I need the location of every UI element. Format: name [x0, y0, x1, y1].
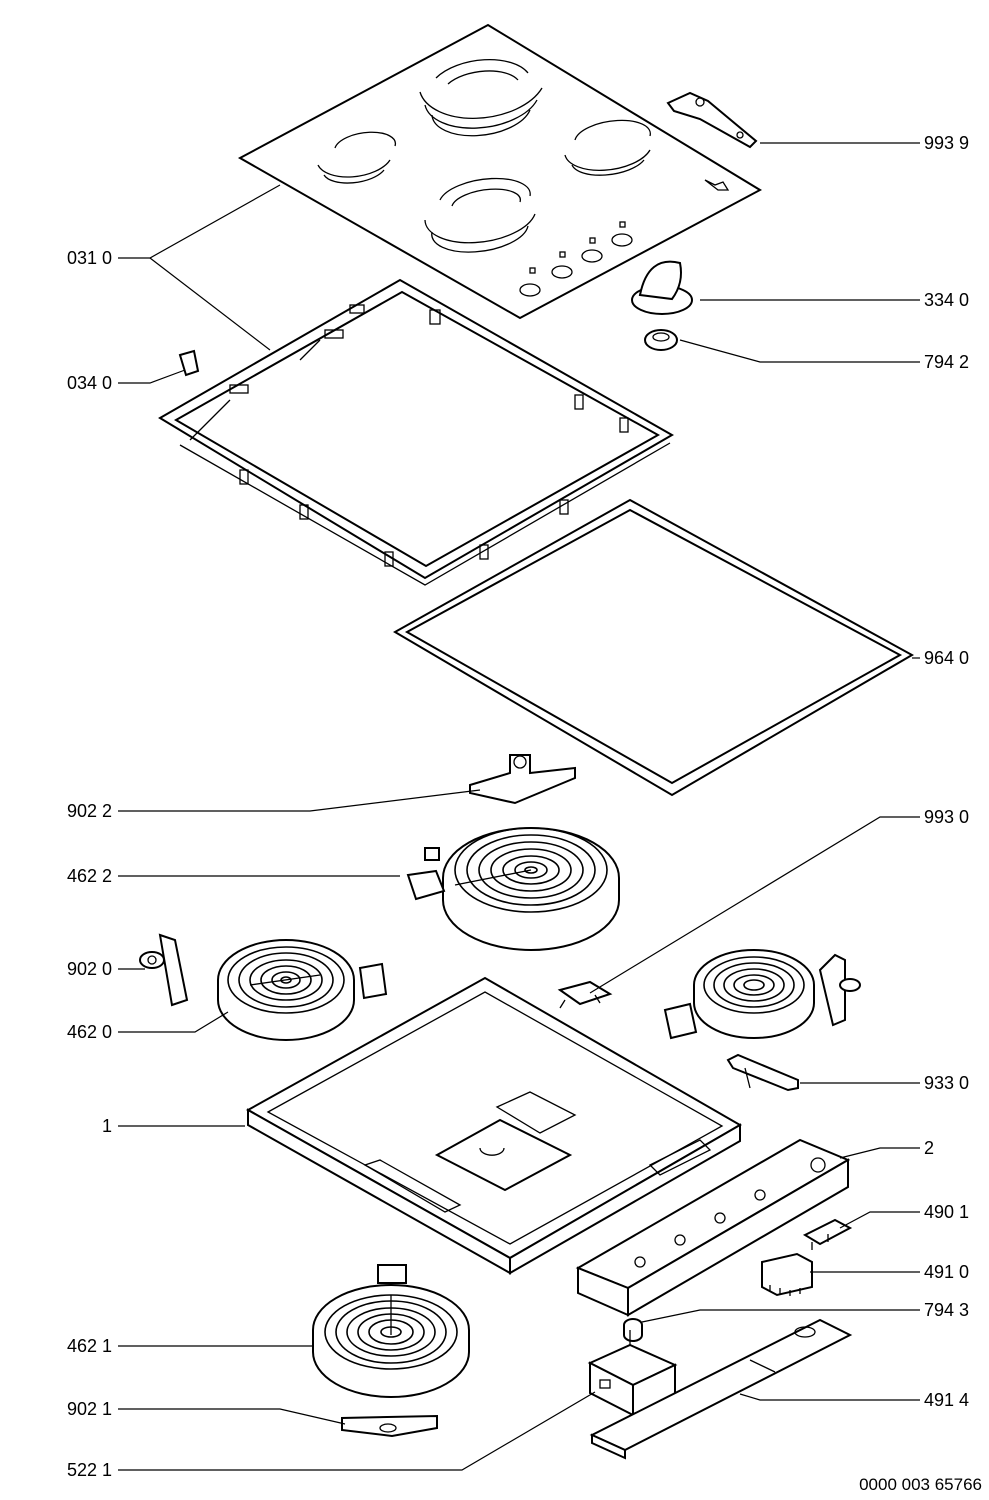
label-933-0: 933 0 — [924, 1073, 969, 1093]
control-holes — [519, 221, 633, 297]
knob-base — [644, 329, 678, 351]
heater-bracket-left — [138, 933, 189, 1007]
control-box — [575, 1138, 851, 1317]
cooking-zone-rings — [317, 58, 651, 253]
frame — [158, 278, 675, 586]
gasket — [392, 498, 915, 797]
label-902-2: 902 2 — [67, 801, 112, 821]
label-462-1: 462 1 — [67, 1336, 112, 1356]
label-993-9: 993 9 — [924, 133, 969, 153]
label-491-4: 491 4 — [924, 1390, 969, 1410]
label-334-0: 334 0 — [924, 290, 969, 310]
bottom-tray — [245, 976, 742, 1275]
glass-bracket — [666, 91, 758, 149]
ceramic-glass-top — [237, 23, 763, 320]
label-034-0: 034 0 — [67, 373, 112, 393]
label-462-0: 462 0 — [67, 1022, 112, 1042]
label-1: 1 — [102, 1116, 112, 1136]
cover-plate — [589, 1318, 853, 1460]
label-522-1: 522 1 — [67, 1460, 112, 1480]
heater-front — [312, 1264, 470, 1398]
label-794-2: 794 2 — [924, 352, 969, 372]
heater-back-large — [406, 827, 620, 951]
leader-lines — [118, 142, 920, 1471]
energy-regulator — [587, 1330, 678, 1417]
heater-right — [663, 949, 862, 1040]
label-2: 2 — [924, 1138, 934, 1158]
support-spring — [557, 980, 613, 1009]
terminal-block — [761, 1252, 813, 1297]
control-knob — [631, 260, 693, 315]
label-794-3: 794 3 — [924, 1300, 969, 1320]
label-993-0: 993 0 — [924, 807, 969, 827]
frame-clip — [178, 349, 200, 377]
terminal — [802, 1218, 853, 1250]
heater-bracket-back — [469, 754, 576, 805]
heater-bracket-front — [341, 1414, 438, 1438]
label-964-0: 964 0 — [924, 648, 969, 668]
knob-spacer — [623, 1318, 643, 1342]
label-902-1: 902 1 — [67, 1399, 112, 1419]
heater-left — [217, 939, 388, 1041]
label-031-0: 031 0 — [67, 248, 112, 268]
label-490-1: 490 1 — [924, 1202, 969, 1222]
clamp — [726, 1053, 799, 1092]
label-462-2: 462 2 — [67, 866, 112, 886]
label-491-0: 491 0 — [924, 1262, 969, 1282]
label-902-0: 902 0 — [67, 959, 112, 979]
document-code: 0000 003 65766 — [859, 1475, 982, 1494]
part-labels: 993 9 031 0 334 0 034 0 794 2 964 0 902 … — [67, 133, 982, 1494]
